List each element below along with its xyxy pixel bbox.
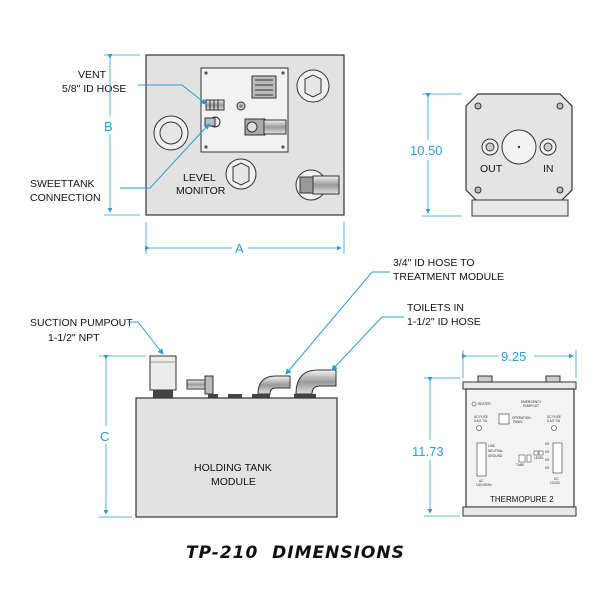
toilets-label-line1: TOILETS IN: [407, 302, 464, 314]
port-bottom-right: [295, 169, 340, 201]
thermopure-view: HEATER EMERGENCY PUMPOUT AC FUSE 5 A/2 T…: [412, 349, 577, 517]
ac-input-label: 120V/60Hz: [476, 483, 492, 487]
thermopure-lid: [462, 381, 577, 390]
small-elbow-fitting: [186, 375, 218, 398]
emergency-label-2: PUMPOUT: [523, 404, 539, 408]
toilets-label-line2: 1-1/2" ID HOSE: [407, 316, 481, 328]
neutral-label: NEUTRAL: [488, 449, 503, 453]
sweettank-leader: [120, 123, 210, 189]
suction-pumpout-fitting: [149, 355, 177, 398]
port-left: [153, 115, 189, 151]
dimension-c: [99, 355, 146, 518]
sweettank-label-line1: SWEETTANK: [30, 178, 95, 190]
dimension-side-height-label: 10.50: [410, 143, 443, 158]
tank-label: TANK: [516, 463, 525, 467]
thermopure-name-label: THERMOPURE 2: [490, 495, 554, 504]
dimension-b-label: B: [104, 119, 113, 134]
dc-fuse-label-1: DC FUSE: [547, 415, 561, 419]
level-monitor-label-line2: MONITOR: [176, 185, 226, 197]
operation-panel-label-2: PANEL: [513, 420, 523, 424]
ac-terminal-strip: [476, 442, 487, 477]
ac-label: AC: [479, 479, 484, 483]
dc-input-label: 12VDC: [550, 481, 561, 485]
drawing-title: TP-210 DIMENSIONS: [186, 543, 405, 563]
terminal-block: [251, 75, 277, 99]
dc-io-2: I/O: [545, 450, 550, 454]
ac-fuse-label-1: AC FUSE: [474, 415, 488, 419]
dimension-side-height: [422, 93, 462, 217]
sweettank-label-line2: CONNECTION: [30, 192, 101, 204]
out-port: [481, 138, 499, 156]
level-monitor-label-line1: LEVEL: [183, 172, 216, 184]
suction-leader: [128, 321, 164, 355]
dc-io-3: I/O: [545, 458, 550, 462]
dimension-c-label: C: [100, 429, 109, 444]
operation-panel-box: [498, 413, 510, 425]
vent-leader: [138, 84, 207, 105]
dc-terminal-strip: [552, 442, 563, 474]
emergency-label-1: EMERGENCY: [521, 400, 542, 404]
suction-label-line2: 1-1/2" NPT: [48, 332, 100, 344]
suction-label-line1: SUCTION PUMPOUT: [30, 317, 133, 329]
top-view: VENT 5/8" ID HOSE SWEETTANK CONNECTION L…: [30, 54, 345, 256]
ac-fuse-holder: [476, 425, 482, 431]
ac-fuse-label-2: 5 A/2 T/A: [474, 419, 488, 423]
dimension-b: [104, 54, 140, 216]
toilet-hose-fitting: [294, 369, 337, 398]
line-label: LINE: [488, 444, 495, 448]
side-view-base: [471, 199, 569, 217]
dc-fuse-label-2: 5 A/2 T/A: [547, 419, 561, 423]
dimension-thermo-width-label: 9.25: [501, 349, 526, 364]
port-center: [225, 158, 257, 190]
heater-label: HEATER: [478, 402, 491, 406]
treatment-hose-label-line2: TREATMENT MODULE: [393, 271, 504, 283]
operation-panel-label-1: OPERATION: [512, 416, 531, 420]
holding-tank-body: [135, 397, 338, 518]
module-label-line2: MODULE: [211, 476, 256, 488]
out-label: OUT: [480, 163, 503, 175]
ground-label: GROUND: [488, 454, 503, 458]
module-label-line1: HOLDING TANK: [194, 462, 272, 474]
port-top-right: [296, 69, 330, 103]
sweettank-fitting: [204, 116, 221, 128]
vent-fitting: [205, 99, 225, 111]
dc-io-1: I/O: [545, 442, 550, 446]
thermopure-base: [462, 506, 577, 517]
dimension-thermo-height-label: 11.73: [412, 444, 444, 459]
treatment-hose-fitting: [252, 375, 291, 398]
treatment-hose-leader: [285, 271, 390, 375]
dimension-thermo-height: [424, 377, 460, 517]
in-label: IN: [543, 163, 554, 175]
plate-connector: [244, 118, 287, 136]
vent-label-line2: 5/8" ID HOSE: [62, 83, 126, 95]
in-port: [539, 138, 557, 156]
dc-fuse-holder: [551, 425, 557, 431]
dimension-a: [145, 222, 345, 254]
dimension-thermo-width: [462, 350, 577, 378]
vent-label-line1: VENT: [78, 69, 107, 81]
dc-io-4: I/O: [545, 466, 550, 470]
front-view: 3/4" ID HOSE TO TREATMENT MODULE TOILETS…: [30, 257, 504, 518]
toilets-leader: [331, 316, 404, 371]
dc-label: DC: [554, 477, 559, 481]
side-view: OUT IN 10.50: [410, 93, 573, 217]
dimension-a-label: A: [235, 241, 244, 256]
treatment-hose-label-line1: 3/4" ID HOSE TO: [393, 257, 475, 269]
level-label: LEVEL: [534, 456, 544, 460]
